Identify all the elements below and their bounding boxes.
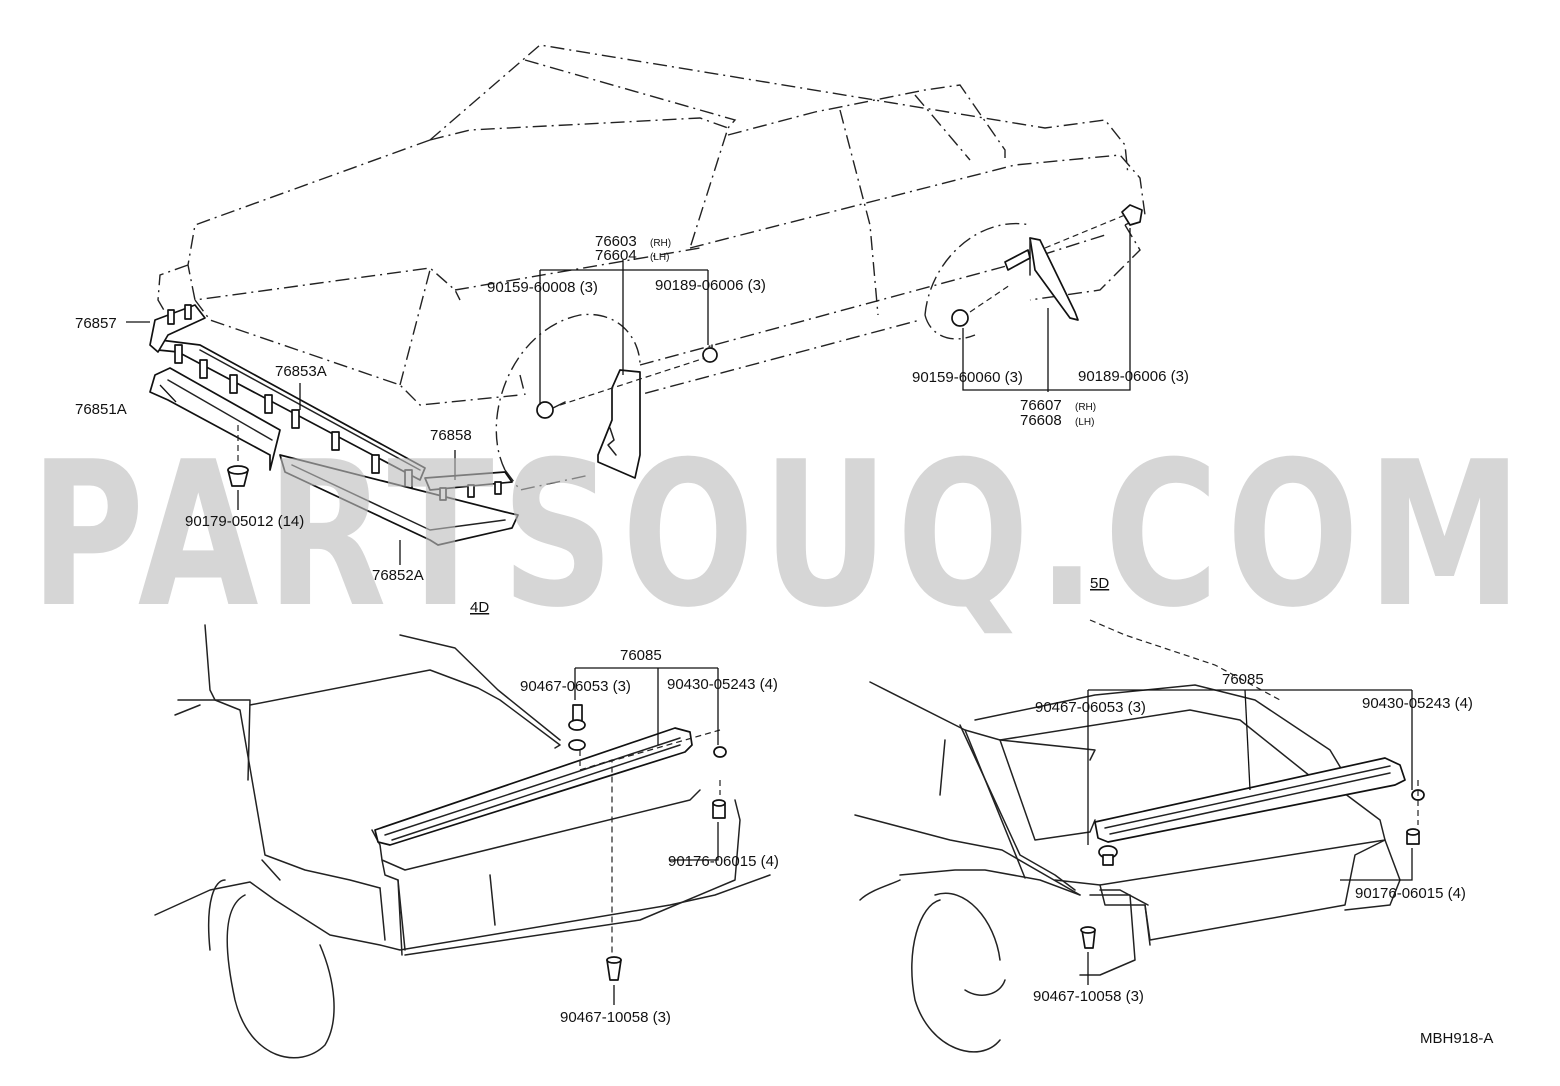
- label-76603-side: (RH): [650, 238, 671, 249]
- label-90467-10058-4d: 90467-10058 (3): [560, 1009, 671, 1026]
- label-76604-side: (LH): [650, 252, 669, 263]
- rear-mudflap: [951, 204, 1143, 327]
- section-4d: 4D: [470, 599, 489, 616]
- label-76608-side: (LH): [1075, 417, 1094, 428]
- screw-icon: [1004, 249, 1031, 271]
- label-90189-06006-rear: 90189-06006 (3): [1078, 368, 1189, 385]
- watermark-text: PARTSOUQ.COM: [30, 419, 1530, 652]
- label-76603: 76603: [595, 233, 637, 250]
- grommet-icon: [702, 344, 718, 363]
- label-90159-60060: 90159-60060 (3): [912, 369, 1023, 386]
- label-76085-5d: 76085: [1222, 671, 1264, 688]
- four-door-rear-view: [154, 624, 771, 1059]
- bolt-icon: [1080, 926, 1096, 949]
- label-76858: 76858: [430, 427, 472, 444]
- part-labels: 76857 76853A 76851A 76858 90179-05012 (1…: [75, 233, 1493, 1047]
- label-76608: 76608: [1020, 412, 1062, 429]
- five-door-rear-view: [854, 619, 1425, 1053]
- nut-icon: [713, 746, 727, 758]
- front-bumper-assembly: [149, 304, 519, 546]
- bolt-icon: [606, 956, 622, 981]
- nut-icon: [1406, 828, 1420, 845]
- label-90176-06015-4d: 90176-06015 (4): [668, 853, 779, 870]
- figure-code: MBH918-A: [1420, 1030, 1493, 1047]
- screw-icon: [951, 309, 969, 327]
- leader-lines-top: [126, 228, 1131, 565]
- grommet-icon: [1121, 204, 1143, 226]
- label-90467-06053-5d: 90467-06053 (3): [1035, 699, 1146, 716]
- label-90176-06015-5d: 90176-06015 (4): [1355, 885, 1466, 902]
- clip-row-icon: [174, 344, 413, 489]
- screw-icon: [536, 401, 566, 419]
- label-90430-05243-5d: 90430-05243 (4): [1362, 695, 1473, 712]
- sedan-body-outline: [157, 44, 1146, 491]
- bolt-icon: [1098, 845, 1118, 866]
- label-76607-side: (RH): [1075, 402, 1096, 413]
- label-76851A: 76851A: [75, 401, 127, 418]
- label-76085-4d: 76085: [620, 647, 662, 664]
- label-90430-05243-4d: 90430-05243 (4): [667, 676, 778, 693]
- label-90467-10058-5d: 90467-10058 (3): [1033, 988, 1144, 1005]
- nut-icon: [712, 799, 726, 819]
- nut-icon: [227, 465, 249, 487]
- bolt-icon: [568, 704, 586, 751]
- label-90467-06053-4d: 90467-06053 (3): [520, 678, 631, 695]
- label-76853A: 76853A: [275, 363, 327, 380]
- label-76857: 76857: [75, 315, 117, 332]
- label-76604: 76604: [595, 247, 637, 264]
- label-90159-60008: 90159-60008 (3): [487, 279, 598, 296]
- front-mudflap: [536, 344, 718, 479]
- label-76607: 76607: [1020, 397, 1062, 414]
- label-90179-05012: 90179-05012 (14): [185, 513, 304, 530]
- section-5d: 5D: [1090, 575, 1109, 592]
- label-90189-06006-front: 90189-06006 (3): [655, 277, 766, 294]
- label-76852A: 76852A: [372, 567, 424, 584]
